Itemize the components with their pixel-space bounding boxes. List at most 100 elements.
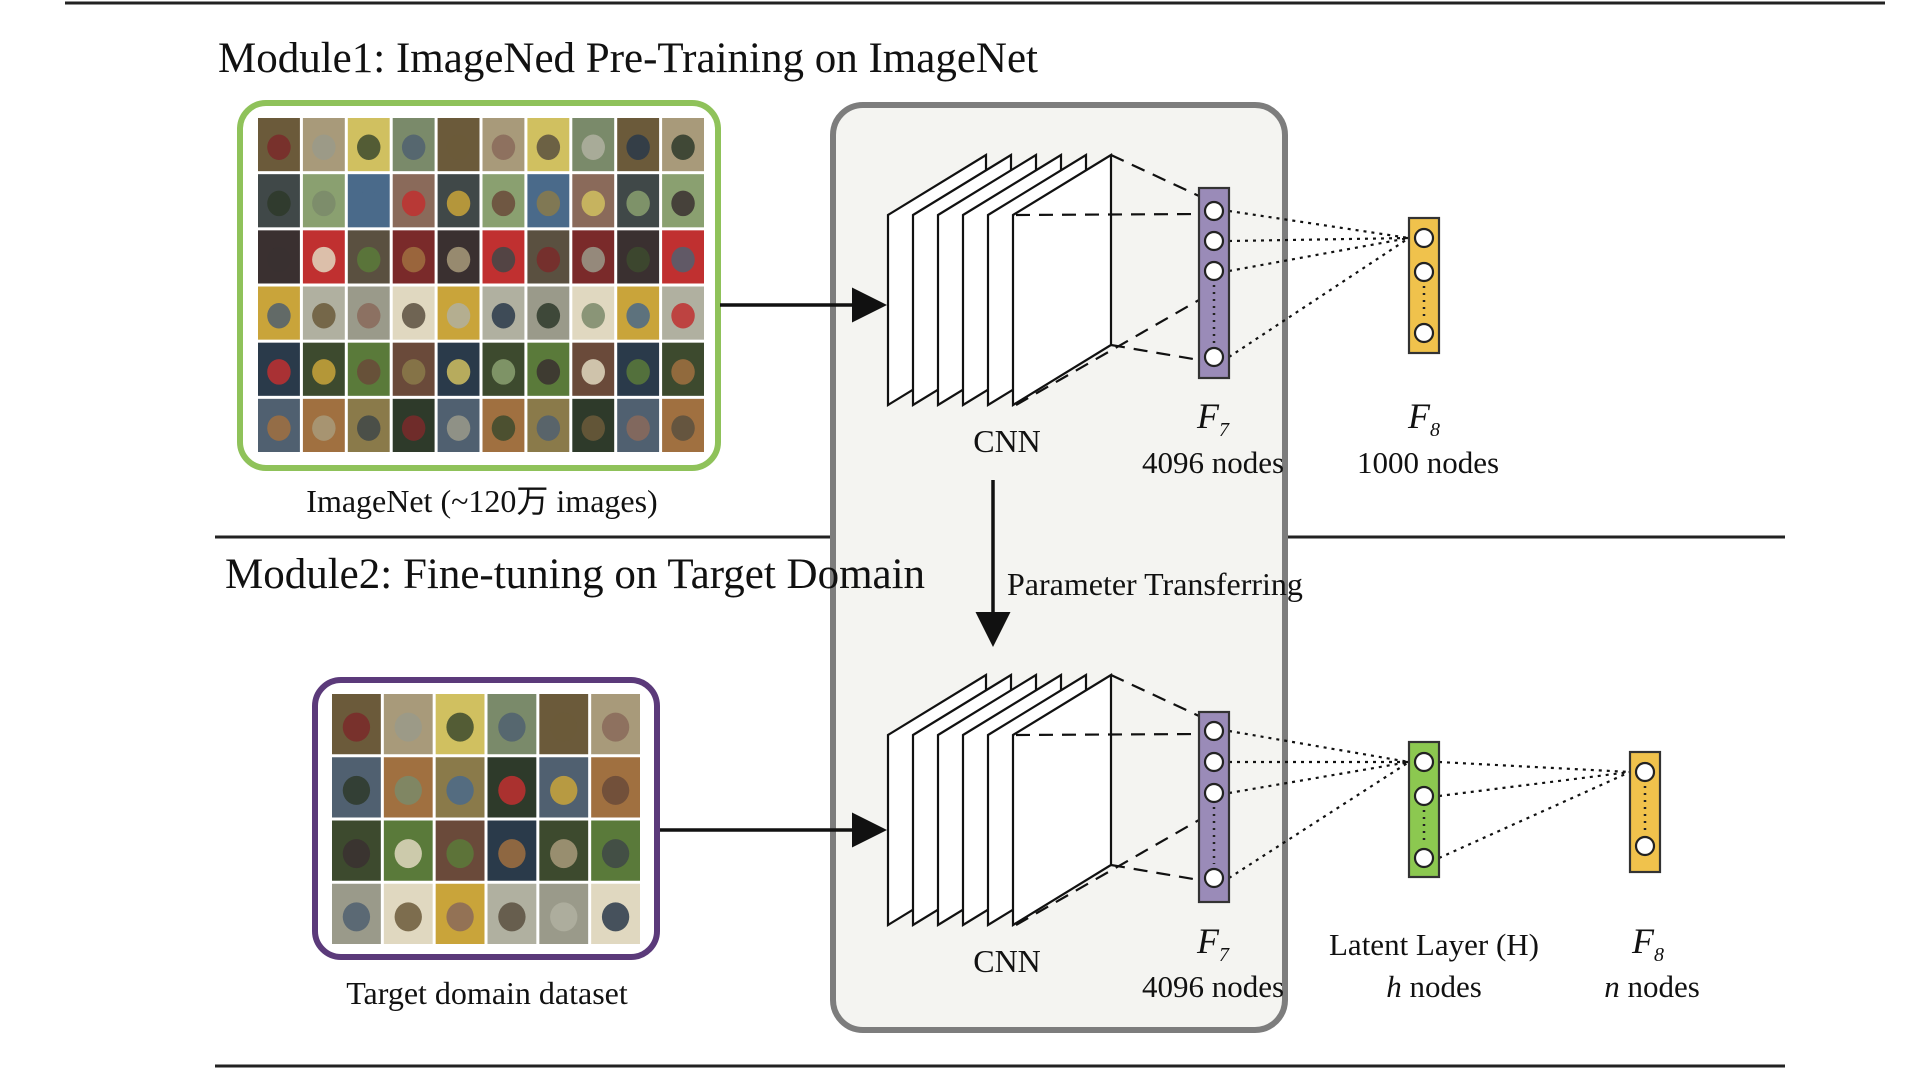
m2-f8-label: F8 — [1631, 921, 1664, 966]
thumbnail-subject — [401, 302, 426, 329]
m2-f7-label: F7 — [1196, 921, 1230, 966]
neuron-node — [1203, 782, 1225, 804]
thumbnail-subject — [581, 246, 605, 273]
thumbnail-subject — [536, 359, 561, 385]
latent-layer-title: Latent Layer (H) — [1329, 927, 1539, 962]
m2-f7-nodes: 4096 nodes — [1142, 969, 1284, 1004]
thumbnail-subject — [601, 775, 630, 805]
neuron-node — [1203, 867, 1225, 889]
thumbnail-subject — [536, 246, 561, 273]
imagenet-thumbnail-grid — [258, 118, 704, 452]
thumbnail-subject — [491, 302, 516, 329]
thumbnail-subject — [446, 134, 471, 161]
thumbnail-subject — [626, 359, 650, 385]
neuron-node — [1203, 200, 1225, 222]
imagenet-dataset-image — [237, 100, 721, 471]
thumbnail-subject — [491, 190, 516, 217]
thumbnail-subject — [446, 415, 471, 441]
m2-f8-nodes-var: n — [1604, 969, 1620, 1004]
thumbnail-subject — [601, 712, 630, 742]
parameter-transfer-label: Parameter Transferring — [1007, 566, 1303, 602]
thumbnail-subject — [626, 190, 650, 217]
latent-to-f8-dotted-line — [1438, 760, 1631, 774]
thumbnail-subject — [267, 134, 291, 161]
thumbnail-subject — [446, 712, 474, 742]
m2-f8-subscript: 8 — [1654, 944, 1664, 966]
latent-nodes-text: nodes — [1402, 969, 1482, 1004]
thumbnail-subject — [671, 415, 695, 441]
latent-layer-nodes: h nodes — [1386, 969, 1482, 1004]
thumbnail-subject — [357, 246, 381, 273]
thumbnail-subject — [671, 359, 695, 385]
f7-to-latent-dotted-line — [1228, 729, 1410, 764]
cnn-stack-module2 — [886, 673, 1113, 927]
m1-f8-nodes: 1000 nodes — [1357, 445, 1499, 480]
thumbnail-subject — [312, 302, 336, 329]
cnn-to-fc-dashed-line — [1110, 343, 1200, 362]
thumbnail-subject — [267, 359, 291, 385]
thumbnail-subject — [342, 712, 371, 742]
m1-f8-label: F8 — [1407, 396, 1440, 441]
thumbnail-subject — [401, 359, 426, 385]
thumbnail-subject — [357, 190, 381, 217]
thumbnail-subject — [312, 415, 336, 441]
thumbnail-subject — [357, 359, 381, 385]
thumbnail-subject — [342, 839, 371, 869]
cnn-to-fc-dashed-line — [1015, 299, 1200, 406]
f7-to-f8-dotted-line — [1228, 236, 1410, 273]
thumbnail-subject — [581, 415, 605, 441]
m1-f7-subscript: 7 — [1219, 419, 1230, 441]
thumbnail-subject — [312, 246, 336, 273]
thumbnail-subject — [491, 359, 516, 385]
thumbnail-subject — [581, 134, 605, 161]
latent-nodes-var: h — [1386, 969, 1402, 1004]
m2-f8-nodes-text: nodes — [1620, 969, 1700, 1004]
thumbnail-subject — [626, 246, 650, 273]
thumbnail-subject — [536, 415, 561, 441]
thumbnail-subject — [550, 839, 578, 869]
cnn-to-fc-dashed-line — [1110, 674, 1200, 717]
thumbnail-subject — [401, 190, 426, 217]
m1-f7-symbol: F — [1196, 396, 1220, 436]
thumbnail-subject — [491, 246, 516, 273]
neuron-node — [1413, 785, 1435, 807]
thumbnail-subject — [550, 712, 578, 742]
m1-f7-nodes: 4096 nodes — [1142, 445, 1284, 480]
thumbnail-subject — [626, 415, 650, 441]
m1-f8-subscript: 8 — [1430, 419, 1440, 441]
neuron-node — [1634, 761, 1656, 783]
cnn-to-fc-dashed-line — [1110, 863, 1200, 882]
thumbnail-subject — [581, 359, 605, 385]
thumbnail-subject — [498, 839, 526, 869]
cnn-to-fc-dashed-line — [1015, 212, 1200, 217]
neuron-node — [1634, 835, 1656, 857]
thumbnail-subject — [267, 415, 291, 441]
thumbnail-subject — [446, 246, 471, 273]
neuron-node — [1203, 260, 1225, 282]
thumbnail-subject — [401, 246, 426, 273]
thumbnail-subject — [671, 190, 695, 217]
thumbnail-subject — [357, 302, 381, 329]
neuron-node — [1413, 261, 1435, 283]
thumbnail-subject — [581, 302, 605, 329]
f7-to-latent-dotted-line — [1228, 760, 1410, 795]
imagenet-caption: ImageNet (~120万 images) — [306, 483, 657, 519]
cnn-to-fc-dashed-line — [1015, 819, 1200, 926]
thumbnail-subject — [446, 839, 474, 869]
thumbnail-subject — [671, 246, 695, 273]
thumbnail-subject — [267, 302, 291, 329]
thumbnail-subject — [671, 302, 695, 329]
thumbnail-subject — [550, 775, 578, 805]
neuron-node — [1413, 751, 1435, 773]
thumbnail-subject — [536, 134, 561, 161]
thumbnail-subject — [536, 190, 561, 217]
thumbnail-subject — [498, 775, 526, 805]
target-dataset-image — [312, 677, 660, 960]
neuron-node — [1203, 346, 1225, 368]
module2-title: Module2: Fine-tuning on Target Domain — [225, 551, 925, 598]
latent-to-f8-dotted-line — [1438, 770, 1631, 860]
thumbnail-subject — [581, 190, 605, 217]
cnn-label-module1: CNN — [973, 423, 1041, 459]
thumbnail-subject — [312, 190, 336, 217]
